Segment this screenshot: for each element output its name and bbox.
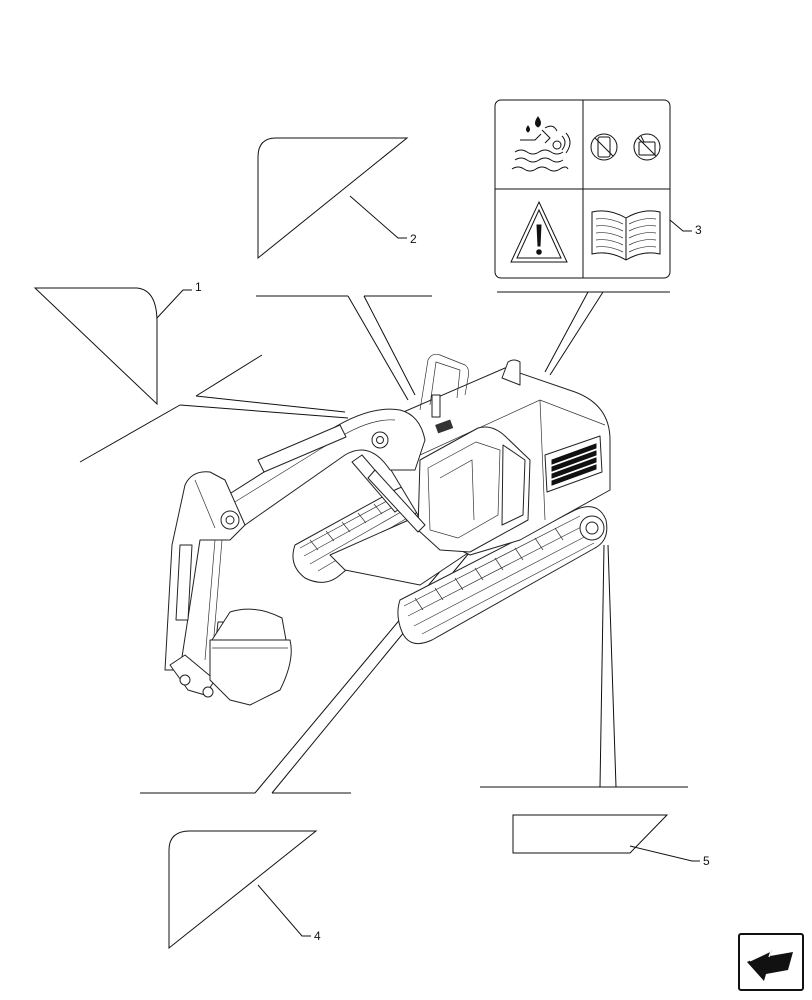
callout-5: 5 bbox=[703, 854, 710, 868]
decal-5: 5 bbox=[512, 814, 710, 868]
callout-1: 1 bbox=[195, 280, 202, 294]
decal-4: 4 bbox=[168, 830, 321, 950]
read-manual-icon bbox=[591, 210, 661, 261]
decal-1: 1 bbox=[33, 280, 202, 406]
warning-triangle-icon bbox=[510, 200, 568, 263]
high-pressure-spray-icon bbox=[511, 116, 571, 172]
no-phone-no-radio-icon bbox=[590, 133, 661, 161]
callout-2: 2 bbox=[410, 232, 417, 246]
decal-3-safety-panel: 3 bbox=[494, 99, 702, 279]
decal-2: 2 bbox=[257, 137, 417, 260]
excavator-illustration bbox=[164, 353, 611, 706]
callout-3: 3 bbox=[695, 223, 702, 237]
leader-lines bbox=[79, 291, 688, 794]
next-page-arrow-icon[interactable] bbox=[738, 933, 804, 991]
callout-4: 4 bbox=[314, 929, 321, 943]
